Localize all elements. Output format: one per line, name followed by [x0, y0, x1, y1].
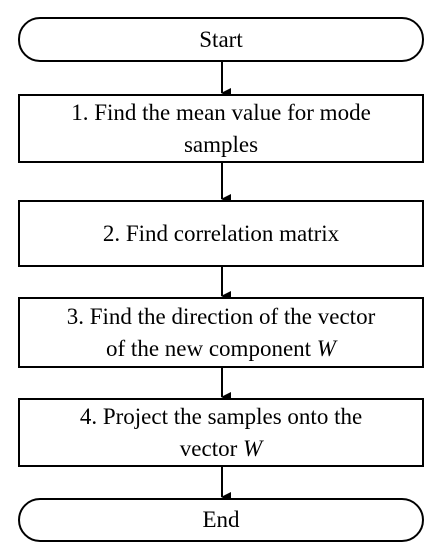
start-terminal: Start	[18, 17, 424, 62]
end-terminal: End	[18, 498, 424, 542]
step-3-text: 3. Find the direction of the vector of t…	[66, 304, 376, 361]
step-1-box: 1. Find the mean value for mode samples	[18, 94, 424, 163]
step-2-label: 2. Find correlation matrix	[102, 220, 340, 246]
step-4-label: 4. Project the samples onto the vector W	[80, 401, 362, 463]
step-4-variable: W	[243, 435, 263, 461]
start-label: Start	[199, 26, 243, 52]
step-3-box: 3. Find the direction of the vector of t…	[18, 297, 424, 368]
step-3-label: 3. Find the direction of the vector of t…	[67, 301, 376, 363]
end-label: End	[202, 507, 240, 533]
step-2-box: 2. Find correlation matrix	[18, 200, 424, 267]
step-4-text: 4. Project the samples onto the vector	[79, 404, 363, 461]
step-1-label: 1. Find the mean value for mode samples	[71, 100, 371, 157]
step-3-variable: W	[316, 335, 336, 361]
step-4-box: 4. Project the samples onto the vector W	[18, 398, 424, 467]
